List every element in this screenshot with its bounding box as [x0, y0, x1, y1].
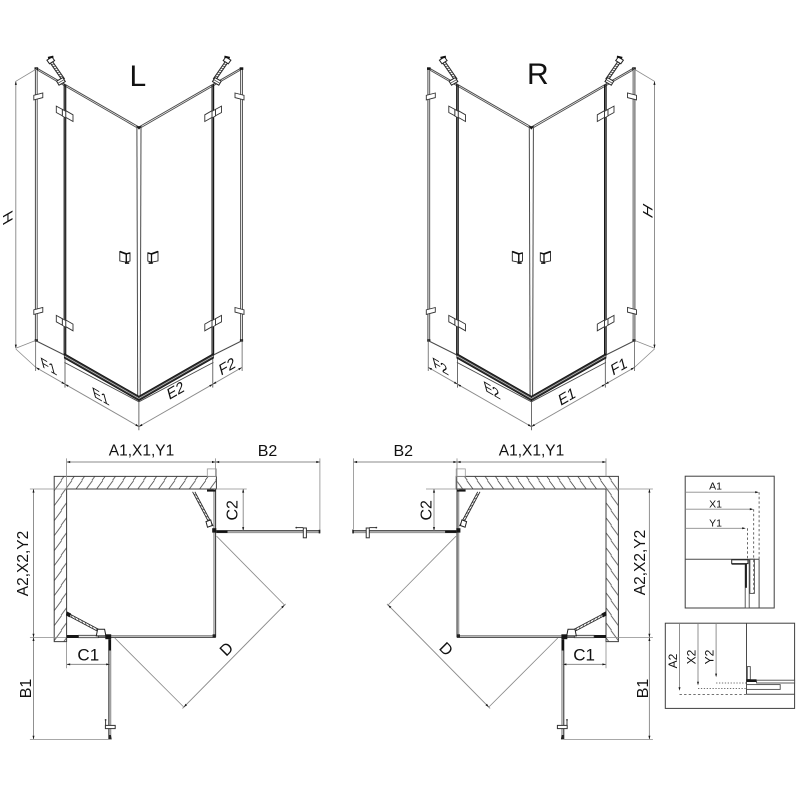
svg-text:C2: C2: [225, 500, 242, 521]
svg-text:C2: C2: [419, 500, 436, 521]
svg-text:C1: C1: [77, 646, 99, 665]
svg-text:C1: C1: [573, 646, 595, 665]
svg-text:E2: E2: [166, 378, 186, 404]
svg-text:X1: X1: [709, 498, 722, 510]
svg-text:X2: X2: [684, 649, 698, 664]
svg-text:A2: A2: [666, 653, 680, 668]
svg-text:F2: F2: [217, 354, 237, 379]
svg-text:Y1: Y1: [709, 517, 722, 529]
svg-text:B2: B2: [394, 443, 414, 460]
svg-text:Y2: Y2: [702, 649, 716, 664]
svg-text:E1: E1: [557, 384, 577, 410]
svg-text:A1,X1,Y1: A1,X1,Y1: [109, 443, 175, 460]
svg-text:R: R: [527, 58, 549, 91]
svg-text:A1: A1: [709, 480, 722, 492]
svg-text:A2,X2,Y2: A2,X2,Y2: [632, 530, 649, 596]
svg-text:B2: B2: [258, 443, 278, 460]
svg-text:L: L: [130, 60, 147, 93]
svg-text:B1: B1: [18, 679, 35, 699]
svg-text:A2,X2,Y2: A2,X2,Y2: [15, 531, 32, 597]
svg-text:B1: B1: [635, 679, 652, 699]
svg-text:F1: F1: [609, 354, 629, 379]
svg-text:A1,X1,Y1: A1,X1,Y1: [499, 443, 565, 460]
